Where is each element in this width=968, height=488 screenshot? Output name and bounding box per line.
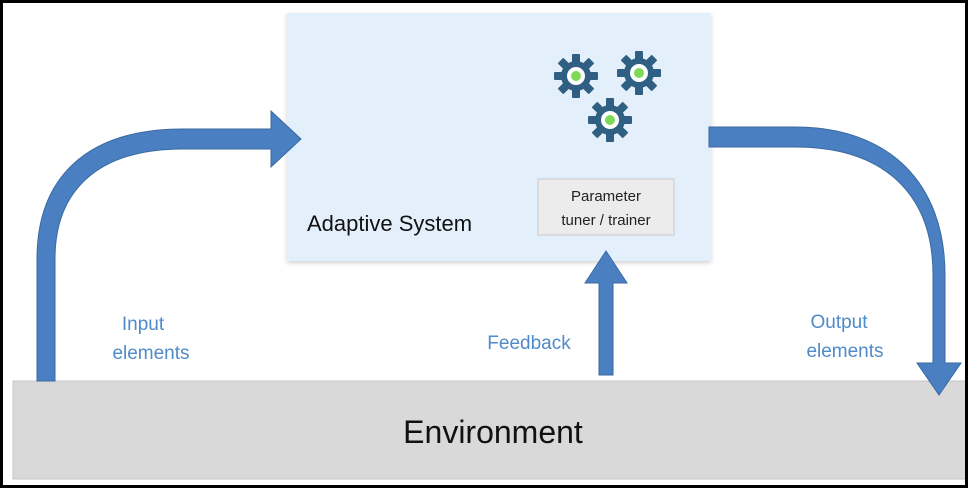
output-arrow [708,126,962,396]
feedback-arrow [584,250,628,376]
input-arrow [36,109,302,382]
output-label-line2: elements [806,341,883,362]
gear-left [554,54,598,98]
environment-label: Environment [403,414,583,450]
input-label-line1: Input [122,314,165,335]
feedback-label: Feedback [487,333,571,354]
output-label-line1: Output [810,312,868,333]
diagram-canvas: Environment Adaptive System Parameter tu… [12,13,965,480]
gear-bottom [588,98,632,142]
input-label-line2: elements [112,343,189,364]
adaptive-system-label: Adaptive System [307,211,472,236]
environment-box [12,380,965,480]
gears-icon [554,51,661,142]
gear-right [617,51,661,95]
parameter-tuner-label-line2: tuner / trainer [561,212,650,229]
parameter-tuner-box [537,178,675,236]
parameter-tuner-label-line1: Parameter [571,188,641,205]
